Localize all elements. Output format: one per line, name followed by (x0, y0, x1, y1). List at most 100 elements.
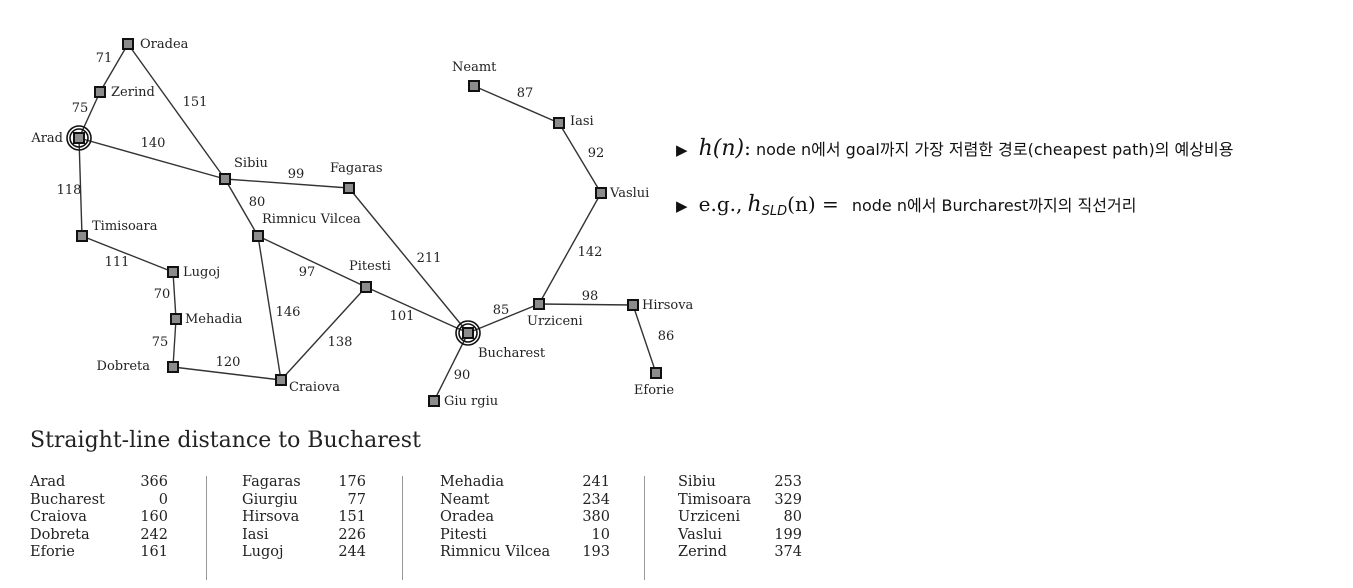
edge-hirsova-eforie (632, 304, 657, 374)
sld-city: Dobreta (30, 526, 90, 543)
city-marker (73, 132, 85, 144)
edge-distance-label: 120 (216, 355, 241, 370)
city-label-hirsova: Hirsova (642, 298, 694, 313)
sld-row: Arad 366 (30, 474, 170, 492)
highlight-ring (66, 125, 92, 151)
city-node-dobreta (167, 361, 179, 373)
city-labels-layer: OradeaZerindAradTimisoaraLugojMehadiaDob… (30, 37, 693, 409)
city-marker (428, 395, 440, 407)
sld-row: Vaslui 199 (678, 527, 802, 545)
city-label-dobreta: Dobreta (97, 359, 151, 374)
city-label-arad: Arad (30, 131, 63, 146)
city-node-timisoara (76, 230, 88, 242)
column-divider (644, 476, 645, 580)
city-node-sibiu (219, 173, 231, 185)
city-label-zerind: Zerind (111, 85, 155, 100)
edge-oradea-sibiu (127, 43, 226, 180)
sld-city: Eforie (30, 544, 75, 560)
edge-distance-label: 99 (288, 167, 305, 182)
sld-row: Timisoara 329 (678, 492, 802, 510)
sld-row: Eforie 161 (30, 544, 170, 562)
edge-distance-label: 75 (152, 335, 169, 350)
city-marker (343, 182, 355, 194)
sld-distance: 329 (774, 491, 802, 508)
sld-city: Giurgiu (242, 491, 298, 508)
city-label-craiova: Craiova (289, 380, 340, 395)
city-marker (462, 327, 474, 339)
heuristic-example: ▶ e.g., hSLD(n) = node n에서 Burcharest까지의… (676, 192, 1136, 219)
city-node-pitesti (360, 281, 372, 293)
sld-distance: 366 (140, 474, 168, 490)
hsld-args: (n) = (787, 192, 839, 216)
sld-city: Hirsova (242, 509, 300, 525)
sld-city: Vaslui (678, 526, 722, 543)
city-label-fagaras: Fagaras (330, 161, 383, 176)
edge-distance-label: 211 (417, 251, 442, 266)
heuristic-definition: ▶ h(n): node n에서 goal까지 가장 저렴한 경로(cheape… (676, 136, 1233, 161)
city-marker (627, 299, 639, 311)
sld-distance: 176 (338, 474, 366, 490)
city-node-eforie (650, 367, 662, 379)
city-node-lugoj (167, 266, 179, 278)
city-node-arad (66, 125, 92, 151)
edge-dobreta-craiova (172, 366, 282, 381)
sld-distance: 199 (774, 526, 802, 543)
edge-mehadia-dobreta (172, 318, 177, 368)
sld-city: Mehadia (440, 474, 504, 490)
city-label-neamt: Neamt (452, 60, 497, 75)
edge-vaslui-iasi (558, 122, 602, 194)
city-marker (219, 173, 231, 185)
city-label-pitesti: Pitesti (349, 259, 391, 274)
example-prefix: e.g., (698, 192, 743, 216)
sld-city: Oradea (440, 509, 494, 525)
city-node-hirsova (627, 299, 639, 311)
city-label-oradea: Oradea (140, 37, 189, 52)
edge-distance-label: 71 (96, 51, 113, 66)
edge-urziceni-hirsova (538, 303, 634, 306)
sld-city: Urziceni (678, 509, 741, 525)
city-node-mehadia (170, 313, 182, 325)
city-label-mehadia: Mehadia (185, 312, 243, 327)
sld-city: Fagaras (242, 474, 301, 490)
sld-city: Iasi (242, 526, 269, 543)
edge-distance-label: 111 (105, 255, 130, 270)
sld-distance: 193 (582, 544, 610, 560)
city-label-vaslui: Vaslui (609, 186, 649, 201)
edge-distance-label: 87 (517, 86, 534, 101)
sld-city: Craiova (30, 509, 87, 525)
city-node-rimnicu-vilcea (252, 230, 264, 242)
sld-city: Pitesti (440, 526, 487, 543)
sld-distance: 161 (140, 544, 168, 560)
edge-distance-label: 86 (658, 329, 675, 344)
sld-distance: 226 (338, 526, 366, 543)
city-marker (595, 187, 607, 199)
city-label-rimnicu-vilcea: Rimnicu Vilcea (262, 212, 361, 227)
edge-pitesti-bucharest (365, 286, 469, 334)
city-label-urziceni: Urziceni (527, 314, 583, 329)
edge-distance-label: 75 (72, 101, 89, 116)
city-node-oradea (122, 38, 134, 50)
sld-distance: 374 (774, 544, 802, 560)
edge-distance-label: 85 (493, 303, 510, 318)
edge-timisoara-lugoj (81, 235, 174, 273)
city-node-neamt (468, 80, 480, 92)
edge-distance-label: 101 (390, 309, 415, 324)
sld-city: Timisoara (678, 491, 752, 508)
sld-distance: 0 (158, 491, 168, 508)
city-marker (533, 298, 545, 310)
edge-distance-label: 151 (183, 95, 208, 110)
heuristic-symbol: h(n) (698, 136, 745, 161)
sld-city: Arad (30, 474, 66, 490)
city-node-giu-rgiu (428, 395, 440, 407)
city-node-bucharest (455, 320, 481, 346)
